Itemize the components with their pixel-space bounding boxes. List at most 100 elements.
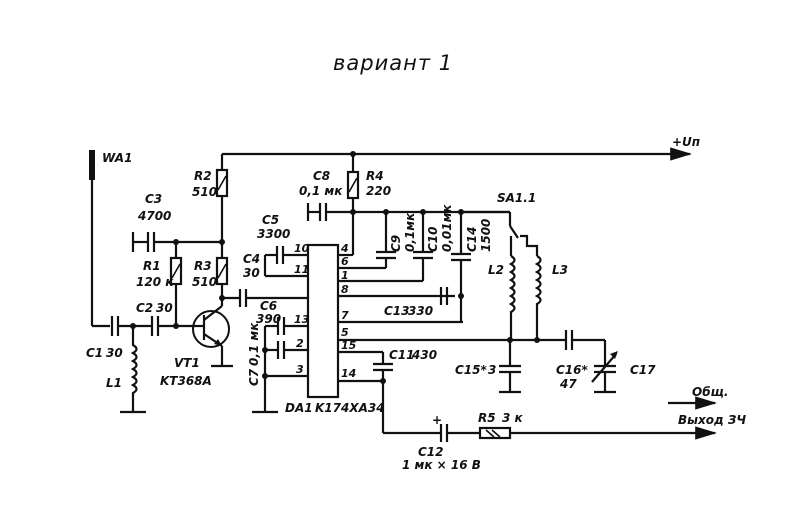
svg-text:510: 510 <box>192 185 217 199</box>
svg-text:DA1: DA1 <box>285 401 313 415</box>
resistor-r5: R5 3 к <box>447 411 524 440</box>
svg-text:+: + <box>432 413 442 427</box>
capacitor-c5: C5 3300 C4 30 <box>243 213 290 280</box>
svg-text:L1: L1 <box>106 376 122 390</box>
svg-text:3: 3 <box>296 363 304 376</box>
svg-text:10: 10 <box>294 242 310 255</box>
svg-text:13: 13 <box>294 313 310 326</box>
svg-text:C12: C12 <box>418 445 444 459</box>
supply-rail: +Uп <box>222 135 700 161</box>
svg-text:0,1 мк: 0,1 мк <box>247 322 261 366</box>
capacitor-c9: C9 0,1мк <box>376 212 417 268</box>
svg-text:220: 220 <box>366 184 391 198</box>
svg-text:L2: L2 <box>488 263 504 277</box>
svg-text:30: 30 <box>106 346 123 360</box>
antenna-wa1: WA1 <box>89 150 132 326</box>
svg-text:C4: C4 <box>243 252 260 266</box>
svg-text:4700: 4700 <box>137 209 171 223</box>
svg-text:R2: R2 <box>194 169 212 183</box>
svg-text:C5: C5 <box>262 213 279 227</box>
svg-text:R3: R3 <box>194 259 212 273</box>
capacitor-c16: C16* 47 <box>556 330 605 391</box>
svg-text:R1: R1 <box>143 259 161 273</box>
svg-text:1: 1 <box>341 269 349 282</box>
common-label: Общ. <box>692 385 728 399</box>
svg-text:L3: L3 <box>552 263 568 277</box>
svg-text:VT1: VT1 <box>174 356 200 370</box>
capacitor-c1: C1 30 <box>86 316 148 360</box>
capacitor-c3: C3 4700 <box>131 192 225 252</box>
svg-text:R5: R5 <box>478 411 496 425</box>
common-output: Общ. <box>668 385 728 410</box>
svg-text:KT368A: KT368A <box>160 374 212 388</box>
diagram-title: вариант 1 <box>333 51 453 75</box>
svg-text:6: 6 <box>341 255 349 268</box>
capacitor-c10: C10 0,01мк <box>413 204 454 281</box>
inductor-l2: L2 <box>488 255 516 340</box>
transistor-vt1: VT1 KT368A <box>160 298 233 388</box>
svg-text:C1: C1 <box>86 346 103 360</box>
inductor-l3: L3 <box>534 255 568 340</box>
svg-text:C8: C8 <box>313 169 330 183</box>
capacitor-c13: C13 330 <box>384 287 449 318</box>
tank-bus <box>507 337 566 343</box>
svg-text:120 к: 120 к <box>136 275 174 289</box>
svg-text:C14: C14 <box>465 226 479 252</box>
svg-text:30: 30 <box>243 266 260 280</box>
svg-text:C16*: C16* <box>556 363 589 377</box>
capacitor-c11: C11 430 <box>373 348 437 433</box>
variable-capacitor-c17: C17 <box>591 340 656 394</box>
svg-text:5: 5 <box>341 326 349 339</box>
capacitor-c15: C15* 3 <box>455 340 521 394</box>
svg-text:430: 430 <box>411 348 437 362</box>
capacitor-c12: + C12 1 мк × 16 В <box>383 413 481 472</box>
svg-text:1 мк × 16 В: 1 мк × 16 В <box>402 458 481 472</box>
svg-text:390: 390 <box>256 312 281 326</box>
svg-text:3 к: 3 к <box>502 411 524 425</box>
svg-text:15: 15 <box>341 339 357 352</box>
svg-text:11: 11 <box>294 263 309 276</box>
ic-left-pins: 10 11 13 2 3 <box>265 242 310 378</box>
audio-output-label: Выход ЗЧ <box>678 413 746 427</box>
resistor-r3: R3 510 <box>192 242 229 301</box>
svg-text:K174XA34: K174XA34 <box>315 401 385 415</box>
capacitor-c7: C7 0,1 мк <box>247 317 290 414</box>
svg-text:0,1мк: 0,1мк <box>403 212 417 252</box>
svg-text:C6: C6 <box>260 299 277 313</box>
ic-da1: DA1 K174XA34 <box>285 243 385 415</box>
wa1-label: WA1 <box>102 151 132 165</box>
capacitor-c8: C8 0,1 мк <box>299 169 353 221</box>
capacitor-c14: C14 1500 <box>451 212 493 322</box>
svg-text:C10: C10 <box>426 226 440 252</box>
capacitor-c2: C2 30 <box>136 301 197 336</box>
svg-text:0,01мк: 0,01мк <box>440 204 454 252</box>
svg-text:7: 7 <box>341 309 349 322</box>
resistor-r2: R2 510 <box>192 154 229 242</box>
svg-text:47: 47 <box>559 377 577 391</box>
svg-text:30: 30 <box>156 301 173 315</box>
svg-text:8: 8 <box>341 283 349 296</box>
ic-right-pins: 4 6 1 8 7 5 15 14 <box>338 242 510 383</box>
svg-text:C15*: C15* <box>455 363 488 377</box>
resistor-r1: R1 120 к <box>136 242 183 326</box>
audio-output: Выход ЗЧ <box>510 413 746 440</box>
supply-label: +Uп <box>672 135 700 149</box>
svg-text:14: 14 <box>341 367 356 380</box>
inductor-l1: L1 <box>106 326 146 414</box>
svg-text:C3: C3 <box>145 192 162 206</box>
svg-text:1500: 1500 <box>479 219 493 252</box>
svg-text:C11: C11 <box>389 348 415 362</box>
svg-text:2: 2 <box>296 337 304 350</box>
svg-text:3: 3 <box>488 363 496 377</box>
svg-text:C13: C13 <box>384 304 410 318</box>
svg-text:C9: C9 <box>389 235 403 252</box>
resistor-r4: R4 220 <box>346 154 391 255</box>
svg-text:R4: R4 <box>366 169 384 183</box>
capacitor-c6: C6 390 <box>222 289 308 326</box>
svg-text:510: 510 <box>192 275 217 289</box>
svg-text:SA1.1: SA1.1 <box>497 191 536 205</box>
svg-text:C2: C2 <box>136 301 153 315</box>
svg-text:0,1 мк: 0,1 мк <box>299 184 343 198</box>
svg-text:4: 4 <box>340 242 349 255</box>
